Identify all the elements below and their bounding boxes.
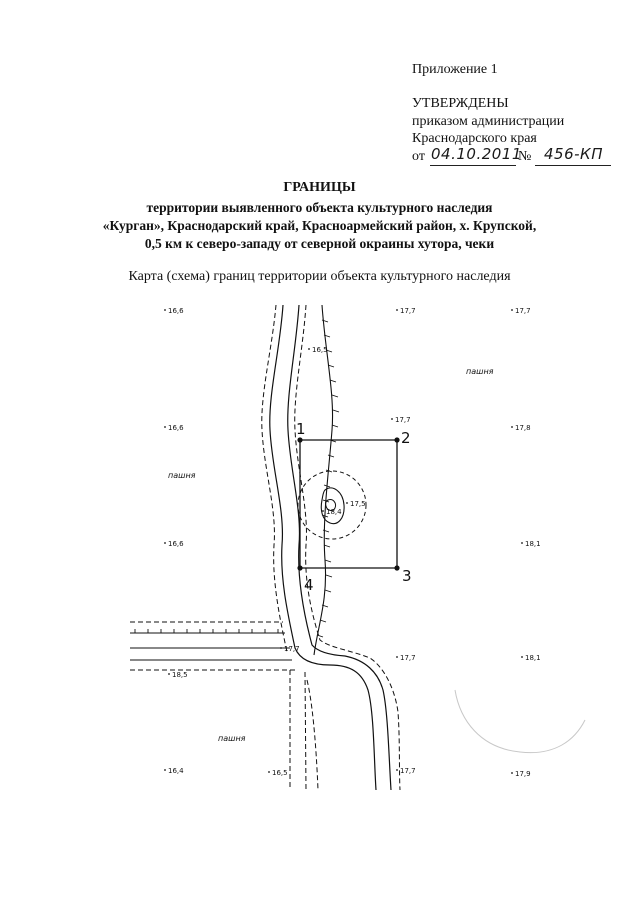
elevation-dot [322,510,324,512]
elevation-dot [396,769,398,771]
elevation-dot [164,542,166,544]
elevation-label: 17,7 [400,654,416,662]
point-label-2: 2 [401,429,411,447]
point-label-1: 1 [296,420,306,438]
elevation-label: 18,1 [525,540,541,548]
title-line-3: 0,5 км к северо-западу от северной окраи… [144,236,495,251]
approved-label: УТВЕРЖДЕНЫ [412,96,509,111]
elevation-dot [521,542,523,544]
elevation-dot [164,426,166,428]
elevation-label: 18,4 [326,508,342,516]
point-label-4: 4 [304,576,314,594]
field-label-ne: пашня [466,367,494,376]
elevation-dot [268,771,270,773]
elevation-dot [280,647,282,649]
elevation-label: 17,8 [515,424,531,432]
elevation-label: 17,7 [400,767,416,775]
boundary-point-3 [394,565,400,571]
elevation-dot [396,656,398,658]
boundary-point-1 [297,437,303,443]
point-label-3: 3 [402,567,412,585]
elevation-dot [164,769,166,771]
elevation-label: 18,1 [525,654,541,662]
number-label: № [518,149,532,164]
elevation-dot [396,309,398,311]
elevation-marks: 16,6 17,7 17,7 16,5 17,7 16,6 17,8 17,5 18,4 16,6… [164,307,541,778]
number-handwritten: 456-КП [544,145,603,163]
boundary-point-4 [297,565,303,571]
title-line-1: территории выявленного объекта культурно… [146,200,493,215]
south-road-dashed-right [304,671,307,791]
kurgan-outline [320,487,345,525]
road-edge-left [269,304,377,791]
elevation-label: 18,5 [172,671,188,679]
order-line: приказом администрации [412,114,565,129]
elevation-label: 16,4 [168,767,184,775]
date-underline [430,165,516,166]
elevation-label: 17,7 [284,645,300,653]
from-label: от [412,149,425,164]
road-dashed-right [294,304,401,791]
elevation-label: 16,6 [168,540,184,548]
elevation-label: 17,7 [395,416,411,424]
elevation-dot [308,348,310,350]
road-dashed-left [261,304,288,653]
date-handwritten: 04.10.2011 [431,145,522,163]
field-label-w: пашня [168,471,196,480]
kurgan-protection-zone [297,470,367,540]
field-label-sw: пашня [218,734,246,743]
elevation-dot [511,426,513,428]
elevation-dot [391,418,393,420]
elevation-dot [521,656,523,658]
appendix-label: Приложение 1 [412,62,498,77]
elevation-label: 16,5 [272,769,288,777]
hroad-ticks [134,629,279,633]
treeline [313,304,334,656]
number-underline [535,165,611,166]
elevation-label: 17,9 [515,770,531,778]
region-line: Краснодарского края [412,131,537,146]
elevation-label: 16,5 [312,346,328,354]
road-dashed-inner [306,679,319,791]
road-edge-right [287,304,392,791]
title-line-2: «Курган», Краснодарский край, Красноарме… [102,218,537,233]
elevation-dot [346,502,348,504]
elevation-label: 17,5 [350,500,366,508]
faint-field-edge [454,689,586,754]
boundary-point-2 [394,437,400,443]
elevation-dot [511,309,513,311]
elevation-dot [164,309,166,311]
document-title: ГРАНИЦЫ [283,180,356,195]
elevation-label: 16,6 [168,307,184,315]
territory-boundary [299,439,398,569]
elevation-label: 16,6 [168,424,184,432]
elevation-dot [168,673,170,675]
elevation-label: 17,7 [515,307,531,315]
elevation-dot [511,772,513,774]
elevation-label: 17,7 [400,307,416,315]
kurgan-contour [325,499,336,511]
map-caption: Карта (схема) границ территории объекта … [128,269,511,284]
